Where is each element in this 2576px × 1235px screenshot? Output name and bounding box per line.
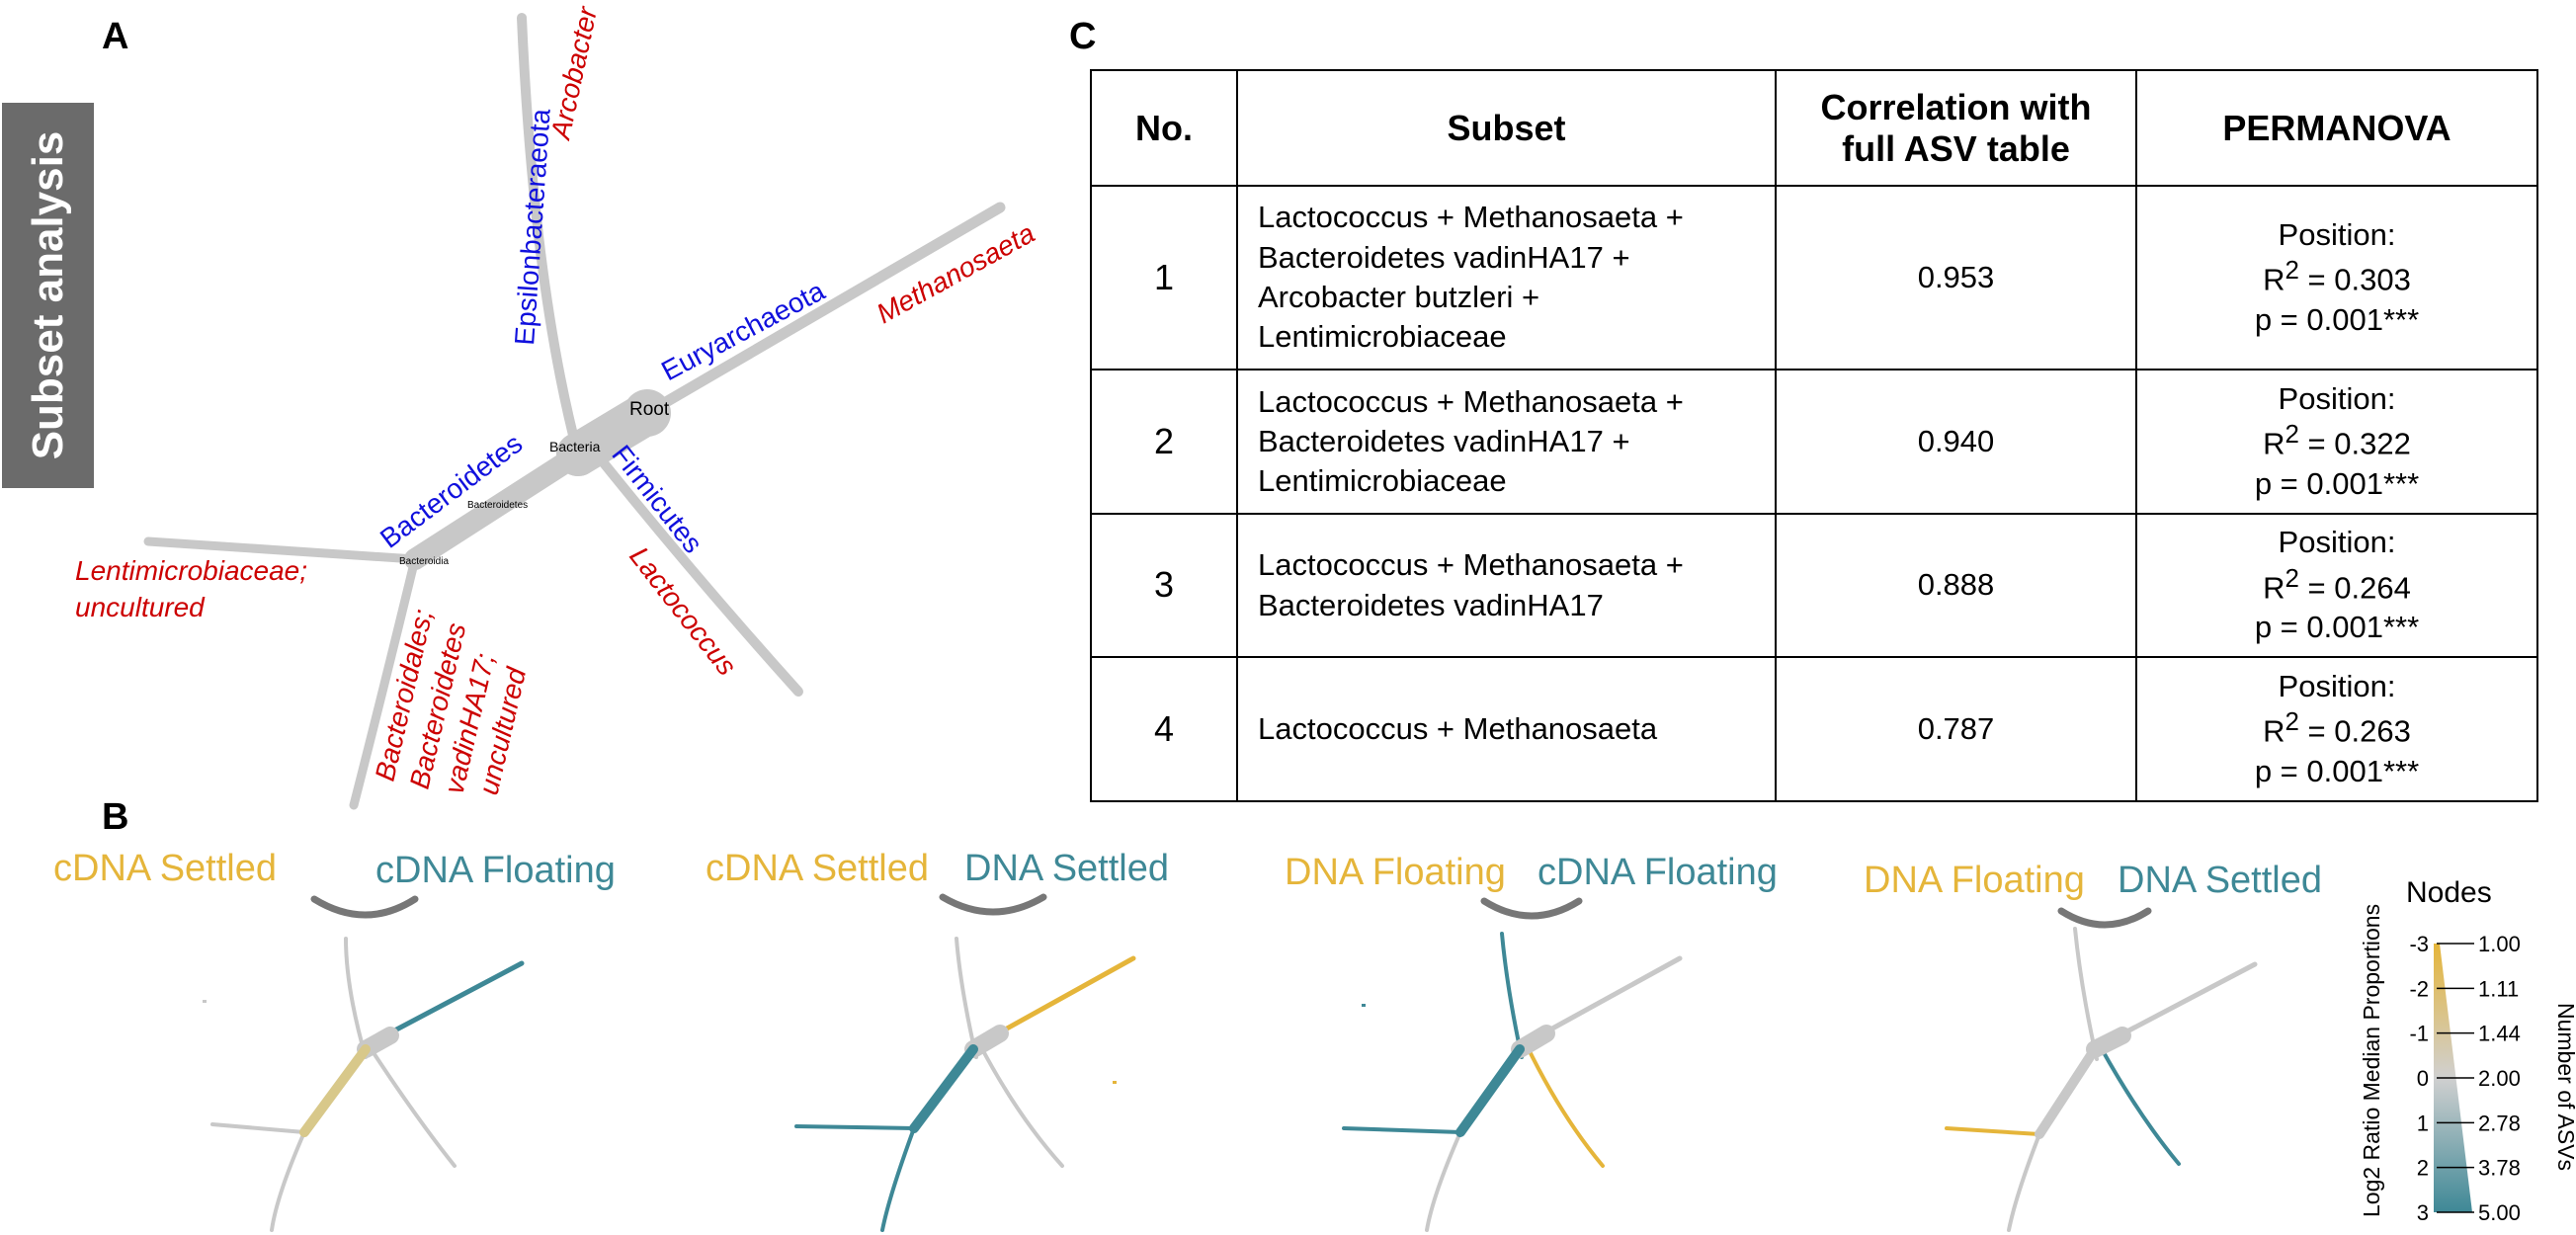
- legend-asv-tick: 1.44: [2478, 1022, 2521, 1046]
- edge-methanosaeta: [641, 202, 1006, 419]
- row-subset: Lactococcus + Methanosaeta: [1236, 656, 1777, 802]
- mini-tree-1-mark: [203, 1000, 207, 1003]
- mini-tree-3-mark: [1362, 1004, 1366, 1007]
- comparison-4-arc: [2057, 907, 2152, 929]
- legend-asv-tick: 3.78: [2478, 1156, 2521, 1181]
- table-row: 3 Lactococcus + Methanosaeta +Bacteroide…: [1090, 513, 2538, 658]
- legend-log2-tick: -3: [2409, 932, 2429, 956]
- arcobacter-label: Arcobacter: [544, 3, 603, 143]
- row-no: 3: [1090, 513, 1238, 658]
- legend-asv-tick: 2.78: [2478, 1111, 2521, 1135]
- legend-log2-tick: 2: [2417, 1156, 2429, 1181]
- row-correlation: 0.888: [1775, 513, 2137, 658]
- legend-log2-tick: 3: [2417, 1200, 2429, 1225]
- edge-arcobacter: [517, 13, 583, 459]
- comparison-1-right: cDNA Floating: [375, 850, 616, 891]
- edge-bacteroidetes: [404, 444, 589, 570]
- comparison-2-left: cDNA Settled: [706, 848, 929, 889]
- bacteroidia-node: [408, 552, 422, 566]
- legend-log2-tick: -2: [2409, 976, 2429, 1001]
- row-correlation: 0.953: [1775, 185, 2137, 370]
- legend-right-axis-label: Number of ASVs: [2553, 1003, 2576, 1171]
- row-subset: Lactococcus + Methanosaeta +Bacteroidete…: [1236, 513, 1777, 658]
- comparison-3-right: cDNA Floating: [1537, 852, 1778, 893]
- mini-tree-3: [1342, 932, 1683, 1232]
- legend: Nodes Log2 Ratio Median Proportions Numb…: [2359, 876, 2576, 1225]
- legend-asv-tick: 5.00: [2478, 1200, 2521, 1225]
- header-no: No.: [1090, 69, 1238, 187]
- subset-analysis-tab: Subset analysis: [2, 103, 94, 488]
- lentimicrobiaceae-label-line1: Lentimicrobiaceae;: [75, 555, 307, 586]
- legend-title: Nodes: [2406, 876, 2492, 909]
- comparison-2-right: DNA Settled: [964, 848, 1169, 889]
- mini-tree-4: [1945, 927, 2258, 1232]
- panel-label-c: C: [1069, 16, 1097, 57]
- row-correlation: 0.940: [1775, 369, 2137, 515]
- comparison-1-left: cDNA Settled: [53, 848, 277, 889]
- root-node: [623, 389, 671, 437]
- edge-lactococcus: [588, 445, 803, 697]
- legend-log2-tick: 0: [2417, 1066, 2429, 1091]
- row-no: 4: [1090, 656, 1238, 802]
- bacteroidetes-node-label: Bacteroidetes: [467, 500, 528, 511]
- bacteria-node: [556, 433, 600, 476]
- header-subset: Subset: [1236, 69, 1777, 187]
- row-subset: Lactococcus + Methanosaeta +Bacteroidete…: [1236, 369, 1777, 515]
- bacteria-label: Bacteria: [549, 439, 601, 454]
- header-permanova: PERMANOVA: [2135, 69, 2538, 187]
- bacteroidia-node-label: Bacteroidia: [399, 556, 449, 567]
- edge-bacteroidales: [349, 554, 420, 810]
- comparison-1-arc: [310, 895, 419, 919]
- comparison-4-right: DNA Settled: [2118, 860, 2322, 901]
- table-row: 4 Lactococcus + Methanosaeta 0.787 Posit…: [1090, 656, 2538, 802]
- mini-tree-2-mark: [1113, 1081, 1117, 1084]
- row-correlation: 0.787: [1775, 656, 2137, 802]
- root-label: Root: [629, 399, 670, 420]
- row-no: 1: [1090, 185, 1238, 370]
- euryarchaeota-label: Euryarchaeota: [656, 275, 830, 386]
- comparison-3-arc: [1480, 897, 1583, 920]
- legend-asv-tick: 1.11: [2478, 976, 2519, 1001]
- mini-tree-1: [210, 937, 525, 1232]
- legend-left-axis-label: Log2 Ratio Median Proportions: [2359, 904, 2384, 1217]
- legend-log2-tick: 1: [2417, 1111, 2429, 1135]
- mini-tree-2: [794, 937, 1136, 1232]
- legend-log2-tick: -1: [2409, 1022, 2429, 1046]
- panel-label-b: B: [102, 796, 129, 838]
- comparison-3-left: DNA Floating: [1285, 852, 1506, 893]
- table-row: 2 Lactococcus + Methanosaeta +Bacteroide…: [1090, 369, 2538, 515]
- legend-asv-tick: 2.00: [2478, 1066, 2521, 1091]
- legend-asv-tick: 1.00: [2478, 932, 2521, 956]
- taxonomy-heat-tree: Root Bacteria Bacteroidetes Bacteroidia …: [75, 3, 1039, 810]
- panel-label-a: A: [102, 16, 129, 57]
- lentimicrobiaceae-label-line2: uncultured: [75, 592, 206, 622]
- comparison-2-arc: [939, 893, 1047, 916]
- firmicutes-label: Firmicutes: [606, 440, 708, 559]
- table-row: 1 Lactococcus + Methanosaeta +Bacteroide…: [1090, 185, 2538, 370]
- row-no: 2: [1090, 369, 1238, 515]
- row-subset: Lactococcus + Methanosaeta +Bacteroidete…: [1236, 185, 1777, 370]
- comparison-trees: [203, 893, 2258, 1232]
- comparison-4-left: DNA Floating: [1864, 860, 2085, 901]
- edge-lentimicrobiaceae: [143, 536, 420, 564]
